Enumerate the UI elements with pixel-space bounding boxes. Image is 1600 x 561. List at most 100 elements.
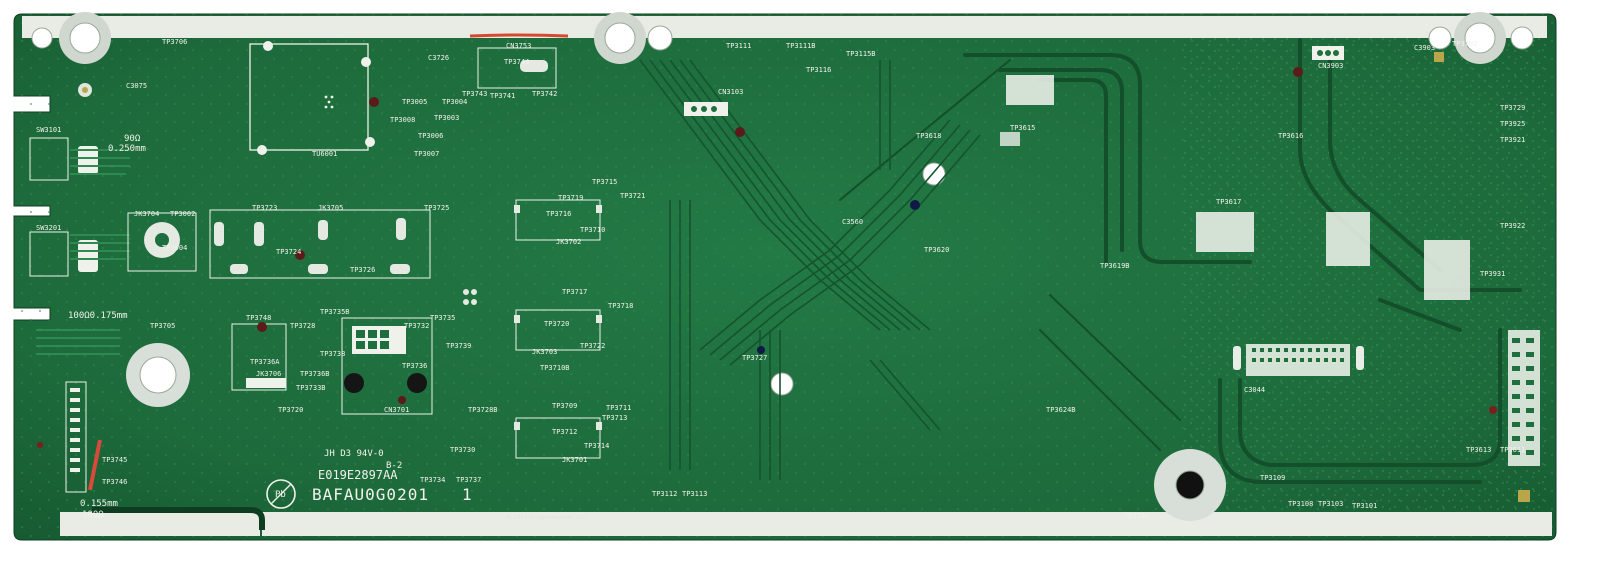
tp-3710: TP3710 [580,226,605,234]
tp-3728: TP3728 [290,322,315,330]
tp-3705: TP3705 [150,322,175,330]
tp-3714: TP3714 [584,442,609,450]
tp-3715: TP3715 [592,178,617,186]
tp-3735: TP3735 [430,314,455,322]
tp-3717: TP3717 [562,288,587,296]
tp-3743: TP3743 [462,90,487,98]
label-c3903: C3903 [1414,44,1435,52]
tp-3741: TP3741 [490,92,515,100]
tp-3723: TP3723 [252,204,277,212]
label-cn3903: CN3903 [1318,62,1343,70]
label-tu6001: TU6001 [312,150,337,158]
tp-3718: TP3718 [608,302,633,310]
tp-3730: TP3730 [450,446,475,454]
label-jk3702: JK3702 [556,238,581,246]
tp-3101: TP3101 [1352,502,1377,510]
label-jk3705: JK3705 [318,204,343,212]
tp-3725: TP3725 [424,204,449,212]
tp-3719: TP3719 [558,194,583,202]
tp-3002: TP3002 [170,210,195,218]
tp-3713: TP3713 [602,414,627,422]
tp-3711: TP3711 [606,404,631,412]
tp-3746: TP3746 [102,478,127,486]
tp-3925: TP3925 [1500,120,1525,128]
tp-3726: TP3726 [350,266,375,274]
jack-pads-mid [463,205,602,430]
tp-3727: TP3727 [742,354,767,362]
tp-3748: TP3748 [246,314,271,322]
label-cn3701: CN3701 [384,406,409,414]
copper-traces [839,38,1522,484]
label-jk3704: JK3704 [134,210,159,218]
tp-3112: TP3112 [652,490,677,498]
tp-3003: TP3003 [434,114,459,122]
tp-3113: TP3113 [682,490,707,498]
tp-3611: TP3611 [1500,446,1525,454]
label-jk3701: JK3701 [562,456,587,464]
label-c3044: C3044 [1244,386,1265,394]
label-c3726: C3726 [428,54,449,62]
tp-3704: TP3704 [1124,512,1149,520]
tp-3115b: TP3115B [846,50,876,58]
tp-3728b: TP3728B [468,406,498,414]
tp-3739: TP3739 [446,342,471,350]
tp-3733b: TP3733B [296,384,326,392]
tp-3736b: TP3736B [300,370,330,378]
tp-3742: TP3742 [532,90,557,98]
board-lot-code: E019E2897AA [318,468,398,482]
tp-3921: TP3921 [1500,136,1525,144]
tp-3722: TP3722 [580,342,605,350]
tp-3702: TP3702 [1452,40,1477,48]
impedance-100-ohm: 100Ω [82,510,104,520]
tp-3712: TP3712 [552,428,577,436]
impedance-0250mm: 0.250mm [108,144,146,154]
label-cn3103: CN3103 [718,88,743,96]
label-c3075: C3075 [126,82,147,90]
tp-3720b: TP3720 [278,406,303,414]
tp-3744: TP3744 [504,58,529,66]
board-flammability: JH D3 94V-0 [324,449,384,459]
tp-3613: TP3613 [1466,446,1491,454]
label-c3560: C3560 [842,218,863,226]
tp-3745: TP3745 [102,456,127,464]
pb-free-mark: Pb [275,490,286,500]
impedance-90-ohm: 90Ω [124,134,141,144]
tp-3736: TP3736 [402,362,427,370]
impedance-100-ohm-0175: 100Ω0.175mm [68,311,128,321]
lower-components [231,317,433,415]
jack-block [127,209,431,279]
tp-3716: TP3716 [546,210,571,218]
label-sw3201: SW3201 [36,224,61,232]
bottom-edge-strip [262,512,1552,536]
tp-3006: TP3006 [418,132,443,140]
tp-3724: TP3724 [276,248,301,256]
tuner-outline [249,41,379,155]
tp-3736a: TP3736A [250,358,280,366]
tp-3709: TP3709 [552,402,577,410]
tp-3004: TP3004 [442,98,467,106]
label-sw3101: SW3101 [36,126,61,134]
pb-free-circle [266,479,296,509]
label-cn3753: CN3753 [506,42,531,50]
right-pad-arrays [1000,52,1540,502]
tp-3706: TP3706 [162,38,187,46]
tp-3103: TP3103 [1318,500,1343,508]
tp-3738: TP3738 [320,350,345,358]
tp-3620: TP3620 [924,246,949,254]
tp-3735b: TP3735B [320,308,350,316]
tp-3721: TP3721 [620,192,645,200]
tp-3108: TP3108 [1288,500,1313,508]
label-jk3706: JK3706 [256,370,281,378]
tp-3615: TP3615 [1010,124,1035,132]
ul-mark: B-2 [386,461,402,471]
tp-3005: TP3005 [402,98,427,106]
copyright-credit: © 2024 ShopJimmy.com, LLC [506,514,586,521]
tp-3729: TP3729 [1500,104,1525,112]
tp-3617: TP3617 [1216,198,1241,206]
tp-3734: TP3734 [420,476,445,484]
board-revision-mark: 1 [462,485,473,504]
left-zone [29,83,265,530]
tp-3618: TP3618 [916,132,941,140]
tp-3720: TP3720 [544,320,569,328]
